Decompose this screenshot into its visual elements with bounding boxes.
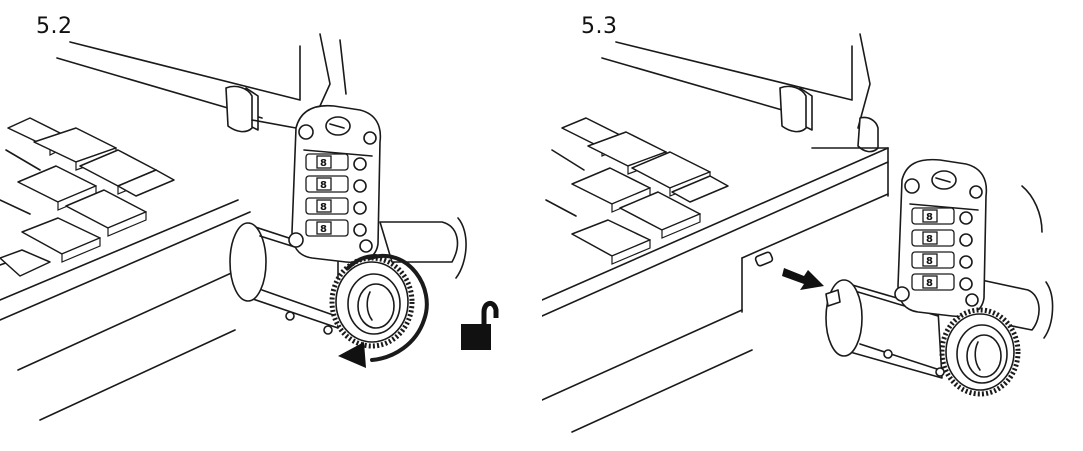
- combination-wheel: 8: [911, 229, 973, 247]
- laptop-screen: [601, 33, 879, 153]
- wheel-digit: 8: [926, 256, 933, 267]
- wheel-digit: 8: [926, 278, 933, 289]
- combination-wheel: 8: [911, 251, 973, 269]
- wheel-digit: 8: [320, 158, 327, 169]
- step-number: 5.2: [36, 14, 73, 39]
- keyboard: [545, 117, 729, 265]
- step-panel-5-3: 5.3: [542, 0, 1083, 451]
- wheel-digit: 8: [926, 234, 933, 245]
- wheel-digit: 8: [320, 224, 327, 235]
- illustration-turn-key: 8 8 8 8: [0, 33, 499, 421]
- step-number: 5.3: [581, 14, 618, 39]
- key-knob: [329, 255, 415, 349]
- key-knob: [939, 307, 1021, 397]
- rotation-arrow-icon: [338, 254, 429, 368]
- security-cable: [379, 217, 467, 279]
- combination-wheel: 8: [911, 273, 973, 291]
- keyboard: [0, 117, 175, 277]
- wheel-digit: 8: [926, 212, 933, 223]
- illustration-remove-lock: 8 8 8 8: [542, 33, 1054, 433]
- unlocked-padlock-icon: [461, 301, 499, 350]
- laptop-base: [542, 147, 889, 433]
- combination-wheel: 8: [305, 197, 367, 215]
- arrow-right-icon: [782, 268, 824, 290]
- combination-wheels: 8 8 8 8: [911, 207, 973, 291]
- step-panel-5-2: 5.2: [0, 0, 541, 451]
- wheel-digit: 8: [320, 202, 327, 213]
- combination-wheel: 8: [305, 175, 367, 193]
- combination-wheel: 8: [305, 219, 367, 237]
- combination-wheel: 8: [911, 207, 973, 225]
- laptop-base: [0, 199, 261, 421]
- combination-wheel: 8: [305, 153, 367, 171]
- combination-wheels: 8 8 8 8: [305, 153, 367, 237]
- wheel-digit: 8: [320, 180, 327, 191]
